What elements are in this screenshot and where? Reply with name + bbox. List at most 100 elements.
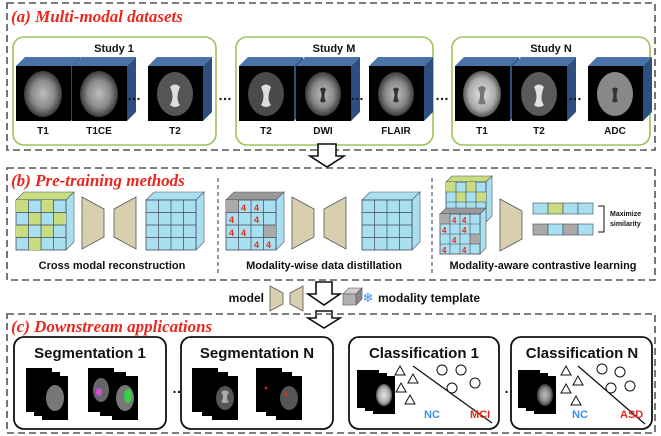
class-tag-left: NC	[572, 409, 588, 421]
scan-stack	[518, 370, 556, 414]
modality-label: T2	[260, 126, 272, 137]
distilled-cube	[361, 191, 421, 251]
cross-modal-cube	[15, 191, 75, 251]
modality-label: ADC	[604, 126, 626, 137]
svg-text:4: 4	[452, 216, 457, 225]
feature-vector-1	[532, 202, 594, 215]
svg-text:4: 4	[229, 215, 234, 225]
method-label-1: Cross modal reconstruction	[39, 260, 186, 272]
legend-model-label: model	[229, 291, 264, 305]
svg-text:4: 4	[254, 203, 259, 213]
triangle-icon	[394, 364, 419, 405]
scan-slab	[16, 57, 80, 121]
section-a-title: (a) Multi-modal datasets	[11, 7, 183, 26]
study-box-m: Study M … T2 DWI FLAIR	[235, 36, 434, 146]
section-c-title: (c) Downstream applications	[11, 317, 213, 336]
svg-text:4: 4	[241, 203, 246, 213]
section-b-border	[6, 167, 656, 281]
snowflake-icon: ❄	[363, 291, 374, 306]
study-box-n: Study N … T1 T2 ADC	[451, 36, 652, 146]
section-b: (b) Pre-training methods	[6, 167, 656, 281]
svg-text:4: 4	[452, 236, 457, 245]
section-c: (c) Downstream applications	[6, 313, 656, 434]
svg-text:4: 4	[241, 228, 246, 238]
model-encoder-decoder	[81, 196, 137, 250]
scan-stack	[192, 368, 238, 420]
scan-slab	[239, 57, 303, 121]
ellipsis: …	[218, 87, 232, 103]
brain-slice-icon	[537, 384, 553, 406]
downstream-title: Segmentation 1	[34, 345, 146, 362]
maximize-label: Maximize	[610, 211, 641, 218]
downstream-title: Classification N	[526, 345, 639, 362]
svg-text:4: 4	[254, 215, 259, 225]
brain-slice-icon	[376, 384, 392, 406]
modality-label: T1	[37, 126, 49, 137]
section-a-border	[6, 2, 656, 151]
scan-stack-labelled	[88, 368, 138, 420]
svg-text:4: 4	[442, 246, 447, 255]
section-a: (a) Multi-modal datasets	[6, 2, 656, 151]
svg-text:4: 4	[229, 228, 234, 238]
ellipsis: …	[350, 87, 364, 103]
downstream-box-seg-1: Segmentation 1	[13, 336, 167, 430]
bracket	[598, 205, 605, 233]
method-label-3: Modality-aware contrastive learning	[449, 260, 636, 272]
study-box-1: Study 1 … T1 T1CE T2	[12, 36, 217, 146]
scan-stack	[357, 370, 395, 414]
ellipsis: …	[568, 87, 582, 103]
model-encoder-decoder	[291, 196, 347, 250]
similarity-label: similarity	[610, 221, 641, 228]
scan-slab	[148, 57, 212, 121]
circle-icon	[436, 364, 481, 394]
model-icon	[269, 285, 284, 312]
decision-boundary	[577, 365, 646, 425]
triangle-icon	[560, 364, 584, 406]
down-arrow-icon	[305, 310, 343, 329]
scan-stack-labelled	[256, 368, 302, 420]
ellipsis: …	[435, 87, 449, 103]
study-m-title: Study M	[313, 43, 356, 55]
svg-text:4: 4	[462, 226, 467, 235]
class-tag-right: MCI	[470, 409, 490, 421]
downstream-box-cls-1: Classification 1 NC MCI	[348, 336, 500, 430]
template-block-icon	[342, 287, 363, 306]
scan-slab	[588, 57, 652, 121]
svg-text:4: 4	[462, 246, 467, 255]
scan-slab	[455, 57, 519, 121]
study-1-border	[12, 36, 217, 146]
svg-text:4: 4	[442, 226, 447, 235]
svg-text:4: 4	[266, 240, 271, 250]
ellipsis: …	[127, 87, 141, 103]
modality-label: FLAIR	[381, 126, 411, 137]
section-b-title: (b) Pre-training methods	[11, 171, 185, 190]
study-n-title: Study N	[530, 43, 572, 55]
legend-row: model ❄ modality template	[229, 281, 480, 312]
brain-slice-icon	[46, 385, 64, 411]
class-tag-right: ASD	[620, 409, 643, 421]
scan-slab	[296, 57, 360, 121]
scan-slab	[512, 57, 576, 121]
decision-boundary	[412, 365, 493, 424]
model-icon	[289, 285, 304, 312]
brain-slice-icon	[24, 71, 62, 117]
scan-slab	[72, 57, 136, 121]
study-1-title: Study 1	[94, 43, 134, 55]
downstream-title: Segmentation N	[200, 345, 314, 362]
downstream-title: Classification 1	[369, 345, 479, 362]
modality-label: T2	[169, 126, 181, 137]
scan-slab	[369, 57, 433, 121]
legend-template-label: modality template	[378, 291, 480, 305]
modality-label: T1CE	[86, 126, 112, 137]
class-tag-left: NC	[424, 409, 440, 421]
svg-text:4: 4	[254, 240, 259, 250]
modality-label: T1	[476, 126, 488, 137]
brain-slice-icon	[80, 71, 118, 117]
reconstructed-cube	[145, 191, 205, 251]
svg-text:4: 4	[462, 216, 467, 225]
down-arrow-icon	[305, 281, 343, 306]
feature-vector-2	[532, 223, 594, 236]
